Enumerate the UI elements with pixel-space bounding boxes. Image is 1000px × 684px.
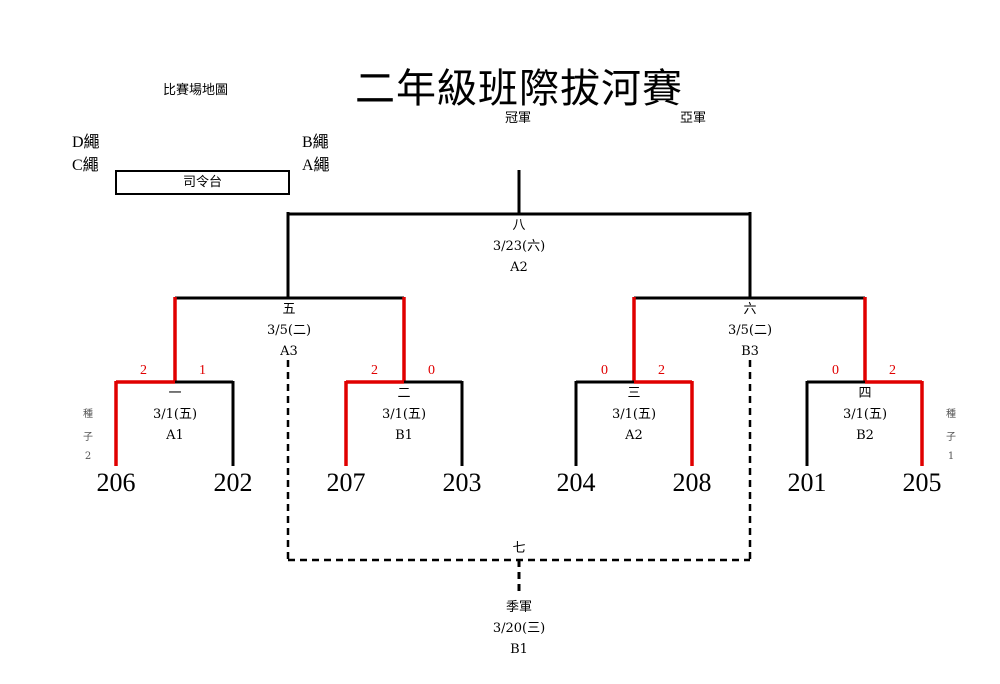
rope-b-label: B繩 [302,134,329,151]
rope-d-label: D繩 [72,134,100,151]
rope-a-label: A繩 [302,157,330,174]
match-6-date: 3/5(二) [727,323,773,338]
match-2-name: 二 [397,386,411,401]
team-202: 202 [213,468,253,497]
match-5-name: 五 [282,302,296,317]
seed-left-char-2: 子 [83,432,93,443]
match-4-rope: B2 [856,428,874,443]
match-6-name: 六 [743,302,757,317]
match-2-rope: B1 [395,428,413,443]
match-4-name: 四 [858,386,872,401]
team-205: 205 [902,468,942,497]
match-1-score-right: 1 [199,363,206,378]
match-2-score-left: 2 [371,363,378,378]
champion-header: 冠軍 [505,111,532,126]
venue-map-title: 比賽場地圖 [163,83,229,98]
match-3-name: 三 [627,386,641,401]
seed-right-char-2: 子 [946,432,956,443]
match-7-rope: B1 [510,642,528,657]
seed-left-char-1: 種 [83,409,93,420]
rope-c-label: C繩 [72,157,99,174]
stage-box: 司令台 [115,170,290,195]
match-1-name: 一 [168,386,182,401]
match-8-rope: A2 [510,260,528,275]
match-3-score-left: 0 [601,363,608,378]
match-8-date: 3/23(六) [492,239,546,254]
match-7-date: 3/20(三) [492,621,546,636]
match-3-score-right: 2 [658,363,665,378]
team-208: 208 [672,468,712,497]
match-3-rope: A2 [625,428,643,443]
team-204: 204 [556,468,596,497]
match-5-date: 3/5(二) [266,323,312,338]
match-2-score-right: 0 [428,363,435,378]
match-2-date: 3/1(五) [381,407,427,422]
match-4-score-left: 0 [832,363,839,378]
team-203: 203 [442,468,482,497]
match-5-rope: A3 [280,344,298,359]
match-3-date: 3/1(五) [611,407,657,422]
seed-right-char-1: 種 [946,409,956,420]
match-6-rope: B3 [741,344,759,359]
match-7-name: 七 [512,541,526,556]
match-1-date: 3/1(五) [152,407,198,422]
team-201: 201 [787,468,827,497]
match-7-sub: 季軍 [505,600,532,615]
match-8-name: 八 [512,218,526,233]
match-1-rope: A1 [166,428,184,443]
seed-left-char-3: 2 [84,451,92,462]
match-1-score-left: 2 [140,363,147,378]
page-title: 二年級班際拔河賽 [355,66,683,112]
match-4-score-right: 2 [889,363,896,378]
runner-up-header: 亞軍 [680,111,707,126]
team-207: 207 [326,468,366,497]
seed-right-char-3: 1 [947,451,955,462]
match-4-date: 3/1(五) [842,407,888,422]
team-206: 206 [96,468,136,497]
